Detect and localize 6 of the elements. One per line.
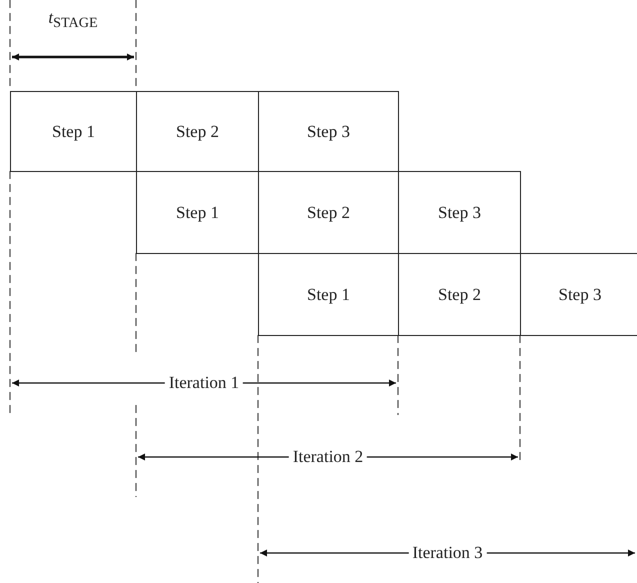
step-cell: Step 1: [136, 171, 259, 254]
step-cell: Step 1: [10, 91, 137, 172]
step-cell: Step 3: [520, 253, 637, 336]
step-cell: Step 3: [258, 91, 399, 172]
step-cell: Step 1: [258, 253, 399, 336]
step-cell: Step 3: [398, 171, 521, 254]
